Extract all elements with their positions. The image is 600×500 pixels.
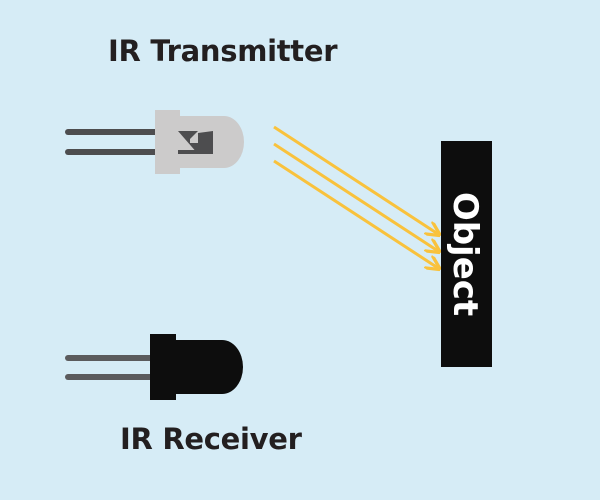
- ray-1: [273, 125, 438, 234]
- transmitter-label: IR Transmitter: [108, 34, 338, 68]
- ray-2: [273, 142, 438, 251]
- ir-transmitter: [65, 110, 244, 174]
- object: Object: [441, 141, 492, 367]
- transmitter-die-icon: [178, 131, 213, 154]
- ir-receiver: [65, 334, 243, 400]
- ir-rays: [273, 125, 438, 268]
- transmitter-flange: [155, 110, 180, 174]
- receiver-flange: [150, 334, 176, 400]
- receiver-body: [174, 340, 243, 394]
- object-label: Object: [445, 192, 485, 316]
- receiver-label: IR Receiver: [120, 422, 302, 456]
- object-block: [441, 141, 492, 367]
- ray-3: [273, 159, 438, 268]
